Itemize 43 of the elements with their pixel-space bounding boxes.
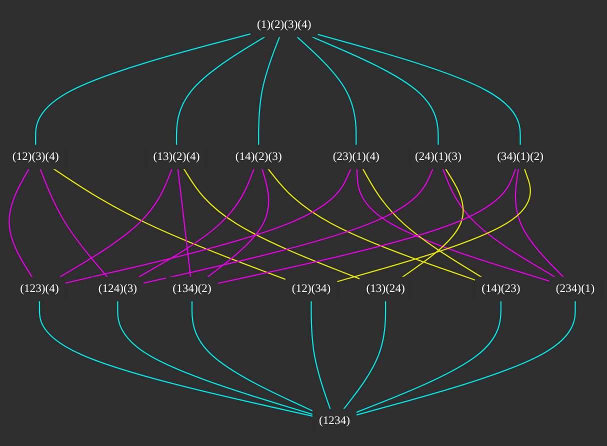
node-text: (24)(1)(3) — [414, 150, 462, 163]
node-text: (13)(2)(4) — [153, 150, 200, 163]
node-text: (1)(2)(3)(4) — [257, 18, 312, 31]
connector — [138, 168, 255, 278]
connector — [217, 168, 516, 284]
connector — [310, 300, 331, 410]
node-text: (234)(1) — [556, 282, 595, 296]
connector — [356, 168, 550, 282]
connector — [336, 168, 531, 282]
node-text: (123)(4) — [20, 282, 59, 296]
connector — [362, 168, 482, 278]
connector — [356, 300, 576, 416]
node-text: (13)(24) — [366, 282, 405, 296]
connector — [258, 36, 280, 146]
connector — [268, 168, 476, 281]
connector — [207, 168, 270, 278]
node-text: (34)(1)(2) — [497, 150, 544, 163]
connector — [53, 168, 286, 280]
connector — [442, 168, 556, 278]
connector — [59, 168, 172, 278]
connector — [311, 36, 439, 146]
connector — [183, 168, 360, 280]
connector — [177, 168, 192, 278]
connector — [356, 300, 502, 413]
connector — [8, 168, 33, 278]
node-text: (14)(2)(3) — [235, 150, 282, 163]
connector — [343, 300, 386, 410]
node-text: (23)(1)(4) — [332, 150, 380, 163]
connector — [317, 34, 521, 146]
node-text: (12)(3)(4) — [12, 150, 59, 163]
connector — [117, 300, 313, 415]
connector — [35, 33, 251, 146]
connector — [296, 36, 357, 146]
connector — [64, 168, 352, 284]
connector — [176, 36, 266, 146]
connector — [514, 168, 564, 278]
connector — [191, 300, 314, 412]
connector — [402, 168, 464, 278]
connector — [143, 168, 434, 284]
node-text: (12)(34) — [292, 282, 331, 296]
connector — [40, 168, 108, 278]
node-text: (14)(23) — [482, 282, 520, 296]
connector — [38, 300, 313, 417]
